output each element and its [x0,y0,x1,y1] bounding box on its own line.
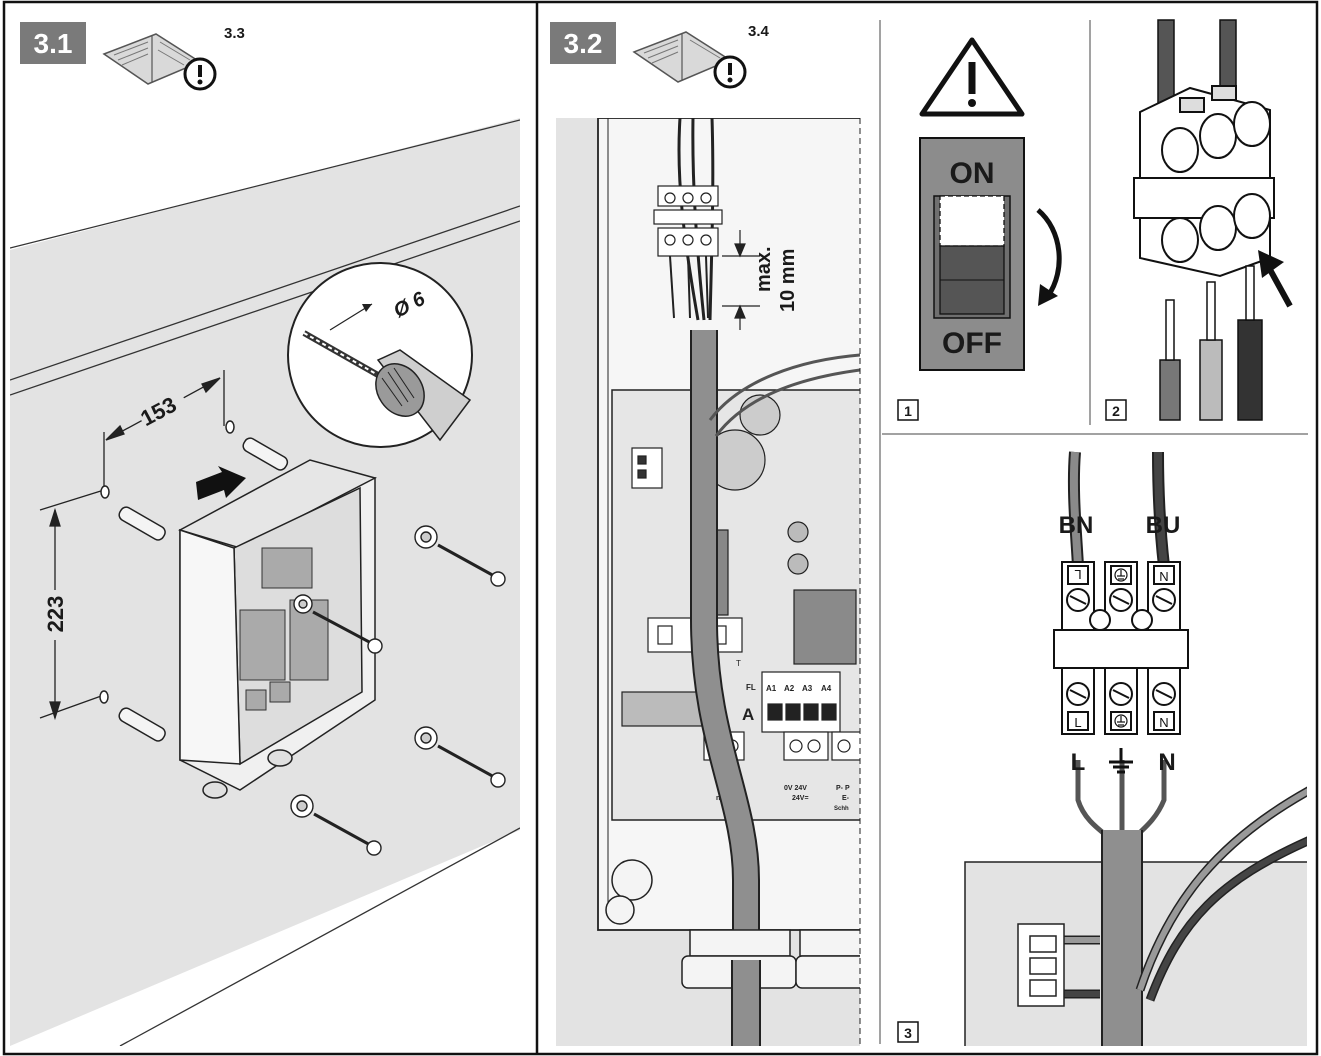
pcb-label-a2: A2 [784,684,795,693]
push-in-terminal [1133,85,1275,278]
panel-number-3-2: 3.2 [564,28,603,59]
step-1-number: 1 [904,403,912,419]
strip-length-dimension [722,230,760,330]
strip-max-label: max. [753,246,775,292]
step-3-number: 3 [904,1025,912,1041]
pcb-label-t: T [736,659,741,668]
height-dimension: 223 [43,596,68,633]
wire-bu-label: BU [1146,512,1181,539]
panel-badge-3-1: 3.1 [20,22,86,64]
step-1-power-off: ON OFF 1 [897,37,1062,421]
pcb-label-p: P- P [836,785,850,792]
wall-edges [10,119,520,1046]
panel-badge-3-2: 3.2 [550,22,616,64]
pcb-label-schh: Schh [834,806,849,812]
pcb-label-voltage: 0V 24V [784,785,807,792]
wire-bn-label: BN [1059,512,1094,539]
ground-mark-bottom [1114,714,1128,728]
pcb-label-a4: A4 [821,684,832,693]
subpanel-dividers [879,20,1308,1044]
manual-warning-icon [632,31,747,89]
switch-off-label: OFF [942,327,1002,360]
ground-symbol-icon [1109,748,1133,774]
small-terminal-block [653,185,723,319]
stripped-wires [1159,265,1263,421]
wall-plugs [118,437,289,742]
warning-triangle-icon [919,37,1025,117]
terminal-mark-l-bottom: L [1074,715,1081,730]
pcb-label-e: E- [842,795,850,802]
pcb-label-n: n [716,795,720,802]
control-box [178,459,378,799]
mounting-screws [290,525,506,856]
switch-on-label: ON [950,157,995,190]
step-2-insert-wires: 2 [1105,19,1293,421]
mount-direction-arrow [196,466,246,500]
pcb-label-a: A [742,705,754,724]
panel-3-2: 3.2 3.4 [550,22,861,1046]
ground-mark-top [1114,568,1128,582]
terminal-l-label: L [1071,749,1086,776]
mains-cable [677,118,860,1046]
main-switch: ON OFF [919,137,1025,371]
manual-ref-3-3: 3.3 [224,25,245,42]
terminal-mark-n-top: N [1159,569,1168,584]
step-2-number: 2 [1112,403,1120,419]
board-connector [1017,923,1065,1007]
wall-holes [99,420,235,704]
terminal-n-label: N [1158,749,1175,776]
rotate-arrow-icon [1036,208,1062,306]
pcb-label-a1: A1 [766,684,777,693]
panel-3-1: 3.1 3.3 [10,22,520,1046]
panel-number-3-1: 3.1 [34,28,73,59]
terminal-mark-l-top: L [1074,567,1081,582]
drill-detail: Ø 6 [287,262,473,448]
insert-arrow-icon [1258,250,1293,308]
terminal-block [1053,561,1189,735]
cable-glands [605,859,860,989]
pcb-label-fl: FL [746,683,756,692]
strip-length-label: 10 mm [777,249,799,312]
manual-warning-icon [102,33,217,91]
step-3-wiring: BN BU L N L [897,451,1307,1046]
manual-ref-3-4: 3.4 [748,23,770,40]
pcb-label-voltage-dc: 24V= [792,795,809,802]
pcb-label-a3: A3 [802,684,813,693]
terminal-mark-n-bottom: N [1159,715,1168,730]
